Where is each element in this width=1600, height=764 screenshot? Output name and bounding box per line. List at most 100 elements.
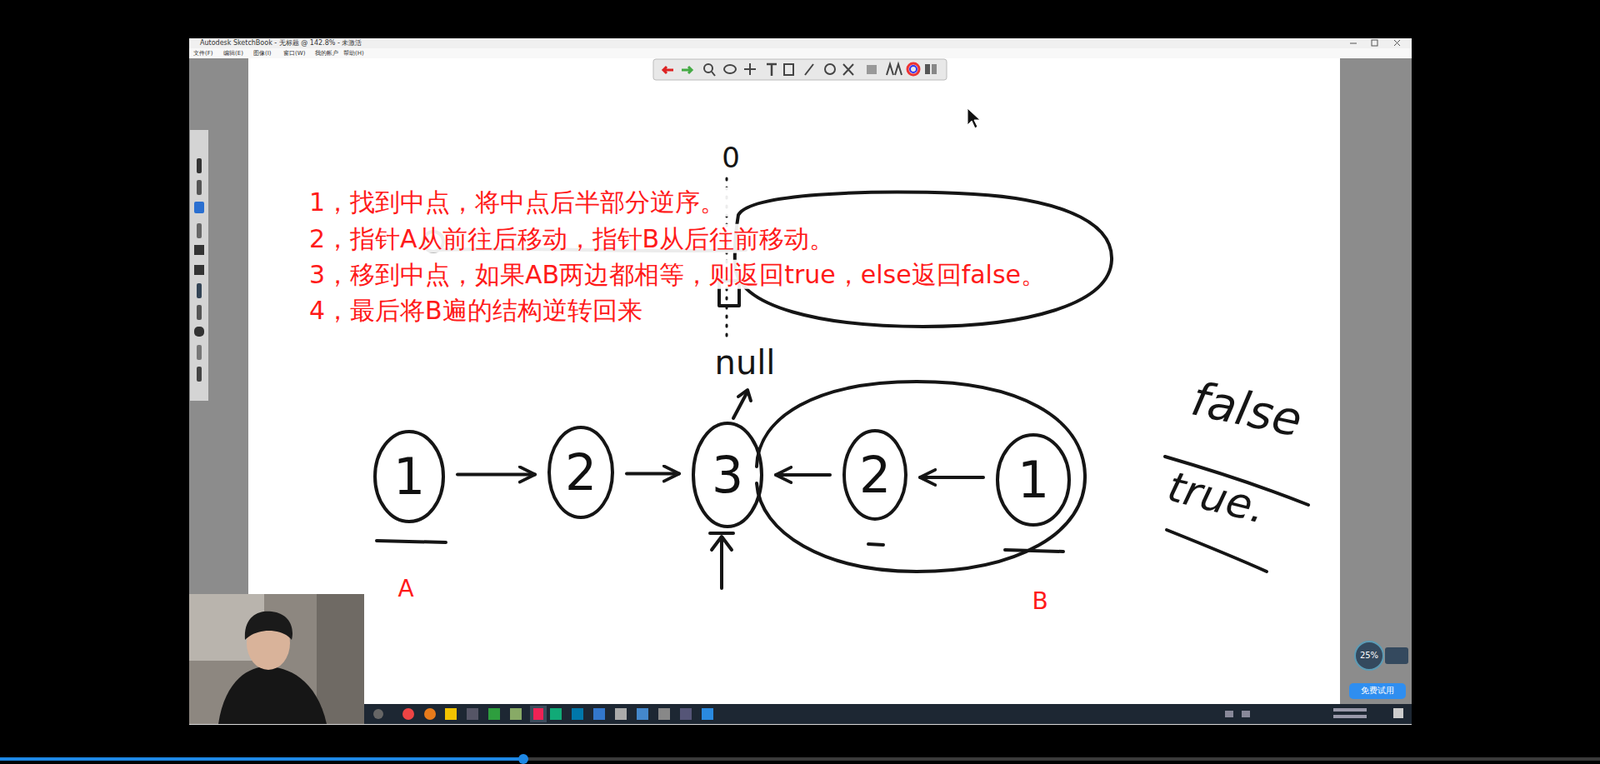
handwritten-zero: 0 (721, 141, 740, 175)
menu-item: 窗口(W) (283, 50, 305, 57)
progress-fill (0, 757, 524, 761)
underline (1005, 550, 1064, 552)
task-icon (701, 708, 714, 720)
symmetry-icon (843, 64, 854, 75)
pointer-name-text: B (1031, 587, 1048, 615)
clock-glyph (1333, 708, 1367, 712)
brush-icon (196, 345, 202, 360)
task-icon-active (530, 705, 547, 723)
menu-item: 图像(I) (253, 50, 272, 57)
task-icon (680, 708, 692, 720)
menu-item: 文件(F) (193, 50, 214, 57)
node-circle (375, 431, 444, 522)
video-progress (0, 754, 1600, 764)
trial-button (1349, 683, 1406, 700)
mouse-cursor (967, 108, 980, 129)
cpu-widget (1355, 641, 1384, 670)
ellipse-icon (825, 64, 835, 75)
menu-item: 编辑(E) (223, 50, 244, 57)
step-note-text: 1，找到中点，将中点后半部分逆序。 (305, 187, 729, 217)
menu-item-text: 我的帐户 (315, 50, 339, 57)
widgets (1349, 641, 1409, 700)
tray-icon (1241, 710, 1250, 718)
task-icon (533, 708, 544, 720)
ruler-icon (805, 64, 814, 75)
color-wheel-icon (910, 65, 917, 73)
step-note: 1，找到中点，将中点后半部分逆序。 (305, 188, 729, 218)
task-icon (445, 708, 457, 720)
null-label-text: null (715, 343, 776, 382)
menu-item-text: 图像(I) (253, 50, 272, 57)
progress-knob (518, 754, 529, 764)
node-value: 3 (711, 450, 744, 500)
palette-bg (190, 130, 209, 401)
pointer-name: B (1031, 588, 1048, 615)
zoom-icon (704, 64, 713, 73)
brush-icon (196, 305, 202, 320)
menu-item-text: 文件(F) (193, 50, 214, 57)
notify-icon (1393, 708, 1404, 719)
swatch-icon (925, 64, 930, 75)
node-value: 1 (1017, 455, 1050, 505)
webcam (189, 594, 365, 725)
brush-icon (886, 64, 902, 75)
window-chrome (189, 38, 1412, 725)
null-label: null (715, 343, 776, 382)
progress-track (0, 757, 1600, 761)
brush-icon (194, 326, 205, 337)
task-icon (636, 708, 649, 720)
task-icon (373, 709, 384, 720)
toolbar (653, 59, 947, 80)
webcam-bg (189, 594, 365, 725)
task-icon (510, 708, 522, 720)
brush-icon (196, 223, 202, 239)
arrow-head (711, 536, 732, 550)
color-wheel-icon (907, 63, 920, 75)
person-hair (245, 611, 293, 640)
trial-button-text-text: 免费试用 (1360, 685, 1395, 695)
pointer-arrow (457, 473, 535, 477)
tick (710, 531, 734, 535)
text-icon (766, 64, 777, 76)
brush-palette (190, 130, 209, 401)
brush-icon (196, 366, 202, 382)
middle-arrow (720, 538, 724, 589)
node-circle (549, 427, 613, 518)
window-title-text: Autodesk SketchBook - 无标题 @ 142.8% - 未激活 (200, 39, 362, 47)
step-note-text: 4，最后将B遍的结构逆转回来 (305, 295, 646, 325)
lasso-icon (724, 65, 736, 74)
list-node-circle: 2 (546, 425, 615, 520)
task-icon (402, 708, 415, 720)
node-circle (997, 435, 1070, 525)
tray-icon (1225, 710, 1234, 718)
handwritten-zero-text: 0 (721, 140, 740, 175)
step-note: 4，最后将B遍的结构逆转回来 (305, 296, 646, 326)
canvas (248, 58, 1340, 705)
menu-item-text: 编辑(E) (223, 50, 244, 57)
person-body (218, 666, 327, 725)
reversed-half-outline (756, 381, 1085, 572)
move-icon (744, 63, 756, 75)
step-note-text: 2，指针A从前往后移动，指针B从后往前移动。 (305, 224, 838, 254)
trial-button-text: 免费试用 (1360, 685, 1395, 696)
menu-item-text: 窗口(W) (283, 50, 305, 57)
node-value: 1 (393, 451, 425, 502)
arrow-head (738, 390, 751, 401)
menu-item-text: 帮助(H) (343, 50, 365, 57)
swatch-icon (931, 64, 937, 75)
layer-icon (784, 64, 794, 75)
underline (1166, 530, 1267, 572)
clock-glyph (1333, 715, 1367, 719)
title-bar (189, 38, 1412, 49)
node-circle (693, 423, 762, 527)
brush-icon (196, 158, 202, 174)
brush-icon (196, 180, 202, 195)
minimize-button (1350, 43, 1357, 45)
node-circle (844, 430, 906, 520)
list-node-circle: 1 (372, 429, 446, 525)
door (316, 594, 365, 725)
brush-icon (194, 201, 205, 214)
brush-icon (194, 245, 205, 255)
cpu-percent-text: 25% (1360, 650, 1379, 660)
